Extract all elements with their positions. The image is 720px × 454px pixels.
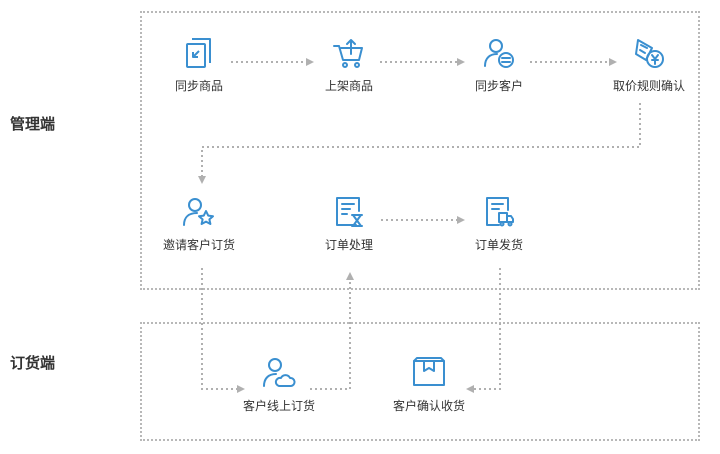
price-tag-icon xyxy=(635,39,664,68)
node-label: 同步客户 xyxy=(474,79,523,93)
arrow-price-to-invite xyxy=(198,103,641,184)
user-cloud-icon xyxy=(263,358,296,387)
document-sync-icon xyxy=(186,38,211,68)
node-label: 取价规则确认 xyxy=(612,79,685,93)
admin-section-box xyxy=(140,11,700,290)
arrow-customer-order-to-process xyxy=(310,272,354,390)
node-invite-customer: 邀请客户订货 xyxy=(144,195,254,253)
node-order-process: 订单处理 xyxy=(294,195,404,253)
node-sync-customer: 同步客户 xyxy=(444,36,554,94)
user-sync-icon xyxy=(484,39,514,68)
order-truck-icon xyxy=(486,197,514,227)
node-label: 客户确认收货 xyxy=(392,399,465,413)
node-order-ship: 订单发货 xyxy=(444,195,554,253)
node-label: 上架商品 xyxy=(324,79,373,93)
node-label: 客户线上订货 xyxy=(242,399,315,413)
order-section-box xyxy=(140,322,700,441)
cart-upload-icon xyxy=(333,39,363,68)
order-hourglass-icon xyxy=(336,197,363,227)
box-check-icon xyxy=(413,357,445,386)
node-customer-order: 客户线上订货 xyxy=(224,356,334,414)
node-label: 订单发货 xyxy=(474,238,523,252)
node-label: 订单处理 xyxy=(324,238,373,252)
node-list-goods: 上架商品 xyxy=(294,36,404,94)
node-sync-goods: 同步商品 xyxy=(144,36,254,94)
order-section-label: 订货端 xyxy=(10,355,56,372)
node-customer-receive: 客户确认收货 xyxy=(374,356,484,414)
user-star-icon xyxy=(183,198,214,226)
node-label: 邀请客户订货 xyxy=(162,238,235,252)
arrow-ship-to-receive xyxy=(466,268,501,393)
node-label: 同步商品 xyxy=(174,79,223,93)
admin-section-label: 管理端 xyxy=(10,116,56,133)
arrow-invite-to-customer-order xyxy=(201,268,245,393)
node-price-rule: 取价规则确认 xyxy=(594,36,704,94)
